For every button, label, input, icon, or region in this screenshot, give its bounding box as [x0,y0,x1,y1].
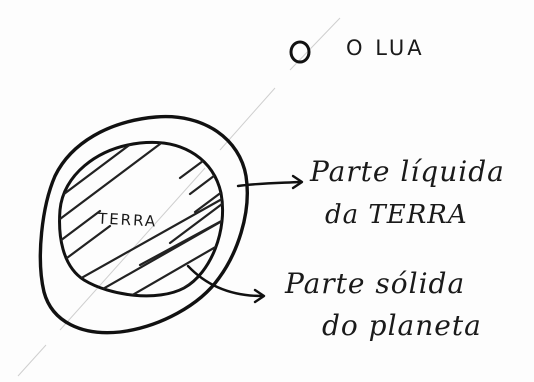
liquid-part-label-line2: da TERRA [325,200,468,230]
earth-label: TERRA [97,209,158,231]
moon-label: O LUA [346,36,425,60]
solid-part-label-line2: do planeta [322,309,482,342]
arrow-solid-part [186,264,266,304]
outer-ellipse-liquid-layer [38,114,249,335]
arrow-liquid-part [236,174,304,190]
solid-part-label-line1: Parte sólida [285,267,466,300]
faint-diagonal-line [17,17,341,377]
moon-circle [289,40,311,64]
liquid-part-label-line1: Parte líquida [310,155,505,188]
